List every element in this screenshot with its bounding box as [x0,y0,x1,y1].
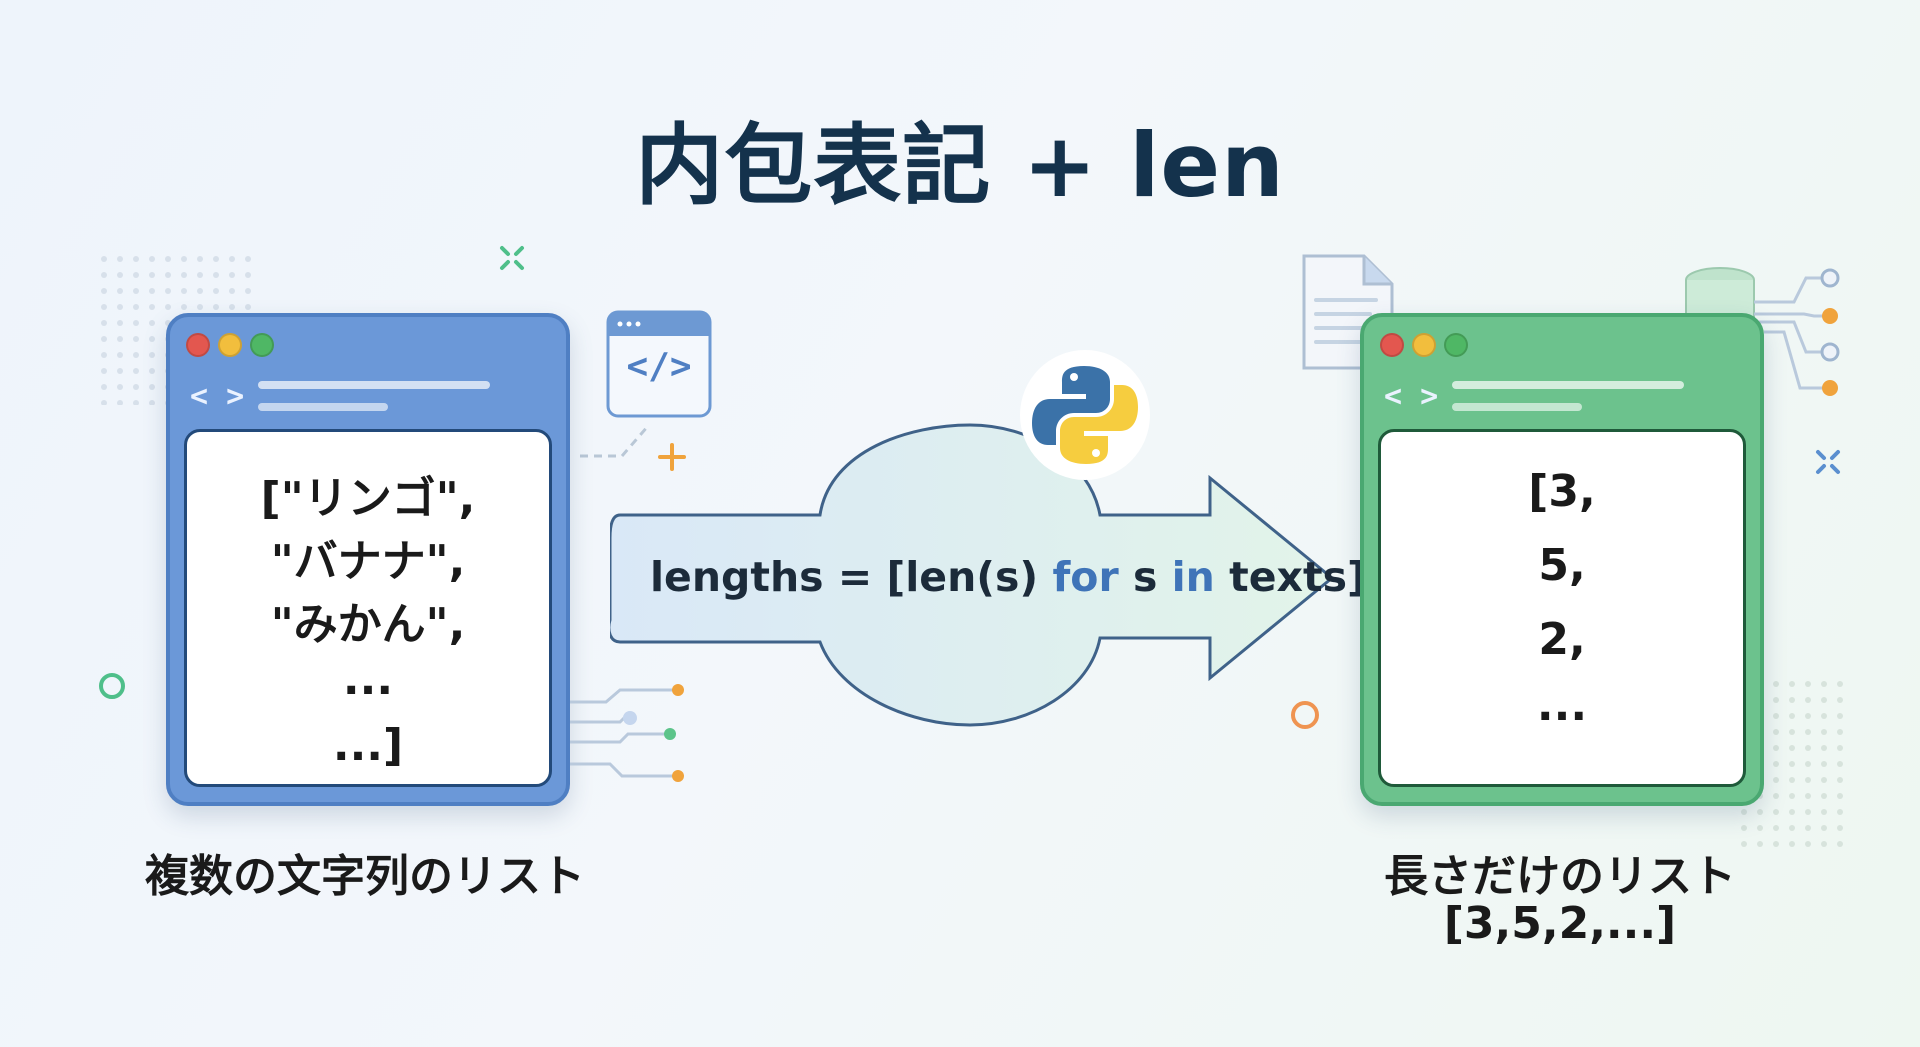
ring-icon [99,673,125,699]
dashed-connector [580,425,650,458]
output-caption: 長さだけのリスト [1384,851,1736,902]
window-close-dot [1380,333,1404,357]
output-caption-values: [3,5,2,...] [1443,898,1677,949]
code-brackets-icon: < > [190,379,245,414]
input-line: ["リンゴ", [260,473,476,524]
window-maximize-dot [1444,333,1468,357]
circuit-icon [570,684,684,782]
window-close-dot [186,333,210,357]
toolbar-line [1452,381,1684,389]
input-caption: 複数の文字列のリスト [145,851,585,902]
code-part: texts] [1214,553,1366,601]
transform-arrow [610,423,1335,727]
code-keyword: in [1171,553,1215,601]
output-line: 2, [1538,614,1586,665]
input-line: "バナナ", [270,536,466,587]
ring-icon [1291,701,1319,729]
toolbar-line [258,381,490,389]
code-keyword: for [1052,553,1119,601]
output-line: 5, [1538,540,1586,591]
input-line: "みかん", [270,599,466,650]
output-list-body: [3, 5, 2, ... [1378,429,1746,787]
input-line: ...] [332,720,404,771]
window-minimize-dot [1412,333,1436,357]
code-badge-glyph: </> [626,346,692,387]
code-brackets-icon: < > [1384,379,1439,414]
input-list-body: ["リンゴ", "バナナ", "みかん", ... ...] [184,429,552,787]
output-list-window: < > [3, 5, 2, ... [1360,313,1764,806]
input-list-window: < > ["リンゴ", "バナナ", "みかん", ... ...] [166,313,570,806]
toolbar-line [258,403,388,411]
sparkle-icon [1816,450,1840,474]
code-part: s [1118,553,1172,601]
output-line: ... [1536,680,1588,731]
plus-icon [658,443,686,471]
python-logo-icon [1020,350,1150,480]
comprehension-code: lengths = [len(s) for s in texts] [650,553,1380,601]
toolbar-line [1452,403,1582,411]
sparkle-icon [500,246,524,270]
code-part: lengths = [len(s) [650,553,1053,601]
window-maximize-dot [250,333,274,357]
window-minimize-dot [218,333,242,357]
input-line: ... [342,654,394,705]
output-line: [3, [1528,466,1596,517]
code-window-icon [606,310,712,418]
page-title: 内包表記 + len [635,114,1285,217]
